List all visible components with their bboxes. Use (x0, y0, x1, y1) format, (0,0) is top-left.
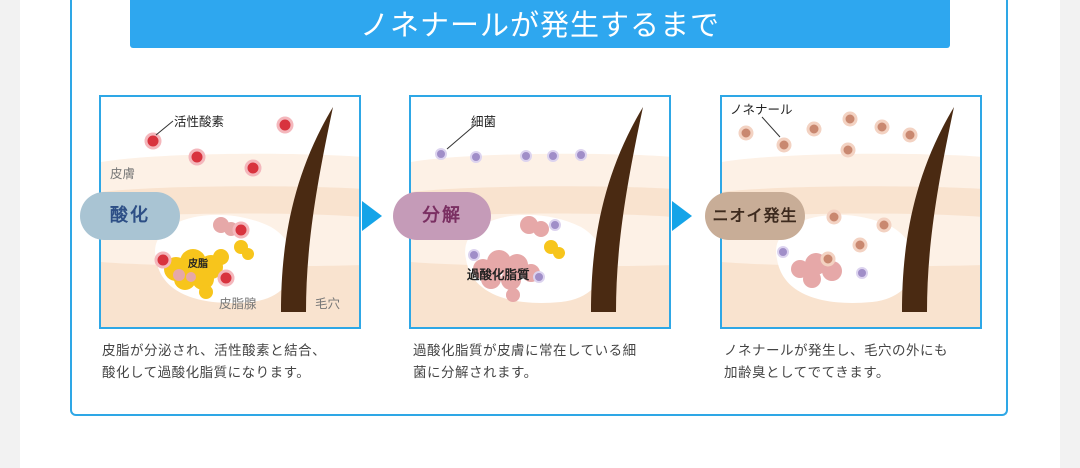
bacteria-dots (777, 246, 868, 279)
bacteria-dots (435, 148, 587, 283)
label-sebum: 皮脂 (188, 259, 208, 270)
lipid-cluster (473, 216, 549, 302)
caption-oxidation: 皮脂が分泌され、活性酸素と結合、 酸化して過酸化脂質になります。 (102, 340, 372, 384)
label-bacteria: 細菌 (471, 114, 497, 129)
label-pore: 毛穴 (315, 296, 341, 311)
radical-leader-line (155, 120, 174, 136)
nonenal-leader-line (761, 116, 781, 138)
hair-strand (281, 107, 333, 312)
sebum-remnant (544, 240, 565, 259)
lipid-cluster (791, 253, 842, 288)
caption-line: ノネナールが発生し、毛穴の外にも (724, 343, 948, 359)
caption-odor: ノネナールが発生し、毛穴の外にも 加齢臭としてでてきます。 (724, 340, 994, 384)
caption-line: 皮脂が分泌され、活性酸素と結合、 (102, 343, 327, 359)
caption-line: 菌に分解されます。 (413, 365, 538, 381)
label-skin: 皮膚 (110, 166, 136, 181)
caption-line: 酸化して過酸化脂質になります。 (102, 365, 311, 381)
bacteria-leader-line (446, 124, 476, 150)
label-radical: 活性酸素 (174, 114, 225, 129)
arrow-right-icon (362, 201, 382, 231)
bubble-decomposition: 分解 (393, 192, 491, 240)
label-gland: 皮脂腺 (219, 296, 257, 311)
page-title: ノネナールが発生するまで (130, 0, 950, 48)
nonenal-particles (738, 111, 918, 267)
arrow-right-icon (672, 201, 692, 231)
label-nonenal: ノネナール (730, 102, 793, 117)
caption-line: 過酸化脂質が皮膚に常在している細 (413, 343, 637, 359)
caption-line: 加齢臭としてでてきます。 (724, 365, 890, 381)
bubble-oxidation: 酸化 (80, 192, 180, 240)
radical-dots (144, 116, 294, 287)
bubble-odor: ニオイ発生 (705, 192, 805, 240)
hair-strand (902, 107, 954, 312)
label-lipid: 過酸化脂質 (467, 267, 530, 282)
caption-decomposition: 過酸化脂質が皮膚に常在している細 菌に分解されます。 (413, 340, 683, 384)
hair-strand (591, 107, 643, 312)
